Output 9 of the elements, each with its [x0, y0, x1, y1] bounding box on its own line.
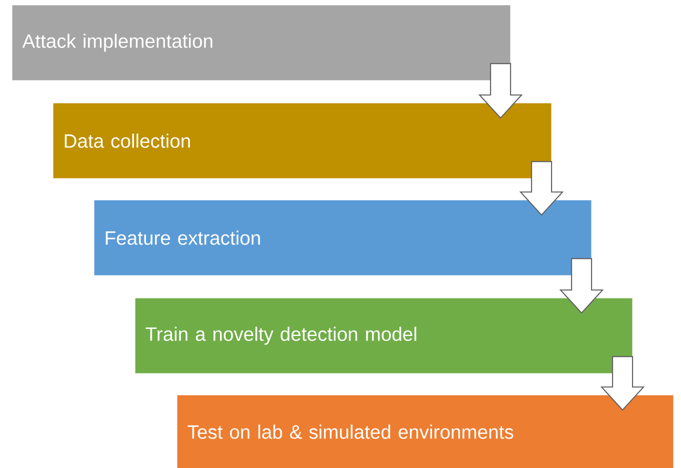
down-arrow	[559, 258, 604, 314]
step-box: Test on lab & simulated environments	[177, 395, 674, 468]
step-box: Attack implementation	[12, 5, 510, 80]
step-box: Data collection	[53, 103, 552, 178]
step-box: Feature extraction	[94, 200, 592, 276]
down-arrow	[519, 161, 564, 216]
down-arrow	[478, 63, 523, 119]
step-box: Train a novelty detection model	[135, 298, 632, 374]
down-arrow	[600, 356, 645, 411]
